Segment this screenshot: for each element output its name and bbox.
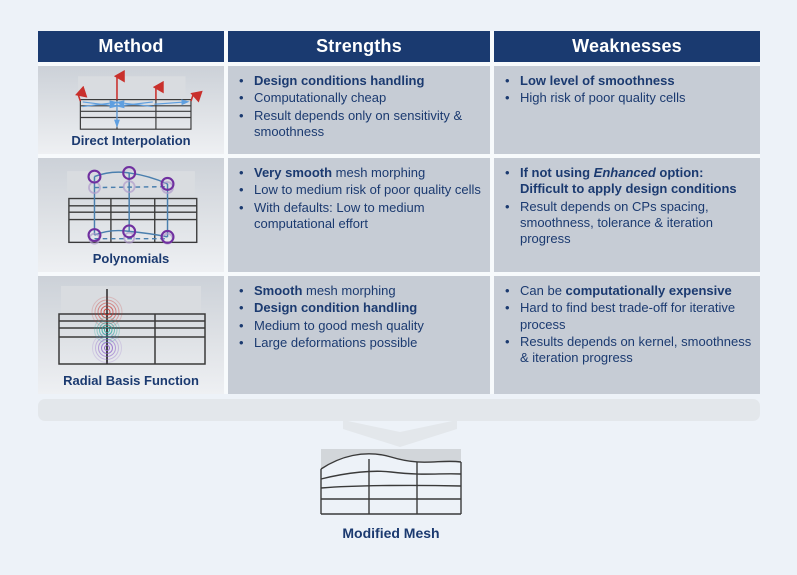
bullet-marker: • [239, 283, 244, 298]
bullet-item: • Result depends only on sensitivity & sm… [236, 108, 482, 141]
bullet-item: • Hard to find best trade-off for iterati… [502, 300, 752, 333]
bullet-marker: • [505, 165, 510, 180]
method-cell-polynomials: Polynomials [38, 158, 224, 272]
bullet-text: Results depends on kernel, smoothness & … [520, 333, 752, 365]
bullet-item: • High risk of poor quality cells [502, 90, 752, 106]
header-weaknesses: Weaknesses [494, 31, 760, 62]
bullet-text: Design condition handling [254, 300, 418, 316]
modified-mesh-label: Modified Mesh [342, 525, 440, 541]
bullet-marker: • [505, 73, 510, 88]
bullet-item: • Can be computationally expensive [502, 283, 752, 299]
bullet-item: • Smooth mesh morphing [236, 283, 482, 299]
bullet-marker: • [239, 334, 244, 350]
bullet-marker: • [505, 300, 510, 316]
bullet-item: • With defaults: Low to medium computatio… [236, 200, 482, 233]
bullet-item: • Low to medium risk of poor quality cell… [236, 182, 482, 198]
weaknesses-direct-interpolation: • Low level of smoothness • High risk of po… [494, 66, 760, 154]
header-weaknesses-label: Weaknesses [572, 36, 682, 56]
bullet-text: Design conditions handling [254, 73, 425, 88]
strengths-radial-basis-function: • Smooth mesh morphing • Design condition h… [228, 276, 490, 394]
bullet-item: • Results depends on kernel, smoothness &… [502, 334, 752, 367]
bullet-text: Medium to good mesh quality [254, 317, 424, 333]
down-arrow-icon [343, 420, 457, 447]
bullet-item: • Low level of smoothness [502, 73, 752, 89]
method-cell-direct-interpolation: Direct Interpolation [38, 66, 224, 154]
bullet-text: Very smooth mesh morphing [254, 165, 426, 180]
bullet-marker: • [239, 73, 244, 88]
bullet-text: Result depends only on sensitivity & smo… [254, 107, 463, 139]
bullet-text: Large deformations possible [254, 334, 418, 350]
morphing-comparison-table: Method Strengths Weaknesses [38, 31, 760, 394]
bullet-item: • Result depends on CPs spacing, smoothne… [502, 199, 752, 248]
bullet-text: Low to medium risk of poor quality cells [254, 182, 481, 198]
weaknesses-polynomials: • If not using Enhanced option: Difficult… [494, 158, 760, 272]
bullet-item: • Design conditions handling [236, 73, 482, 89]
bullet-text: Low level of smoothness [520, 73, 675, 88]
bullet-marker: • [239, 300, 244, 316]
bullet-item: • Large deformations possible [236, 335, 482, 351]
bullet-text: Result depends on CPs spacing, smoothnes… [520, 198, 713, 247]
radial-basis-function-diagram [58, 285, 206, 365]
strengths-polynomials: • Very smooth mesh morphing • Low to medium… [228, 158, 490, 272]
bullet-marker: • [505, 283, 510, 298]
bullet-text: High risk of poor quality cells [520, 90, 686, 106]
method-label: Radial Basis Function [63, 372, 199, 388]
header-method: Method [38, 31, 224, 62]
bullet-marker: • [505, 333, 510, 349]
footer-bar [38, 399, 760, 421]
bullet-text: Can be computationally expensive [520, 283, 732, 298]
header-method-label: Method [98, 36, 164, 56]
bullet-marker: • [239, 107, 244, 123]
bullet-marker: • [239, 90, 244, 106]
bullet-item: • If not using Enhanced option: Difficult… [502, 165, 752, 198]
weaknesses-radial-basis-function: • Can be computationally expensive • Hard t… [494, 276, 760, 394]
header-strengths: Strengths [228, 31, 490, 62]
bullet-marker: • [505, 198, 510, 214]
strengths-direct-interpolation: • Design conditions handling • Computationa… [228, 66, 490, 154]
modified-mesh-block: Modified Mesh [318, 449, 464, 541]
bullet-marker: • [239, 199, 244, 215]
bullet-item: • Design condition handling [236, 300, 482, 316]
bullet-marker: • [239, 317, 244, 333]
polynomials-diagram [67, 165, 198, 245]
method-cell-radial-basis-function: Radial Basis Function [38, 276, 224, 394]
method-label: Polynomials [92, 250, 170, 266]
bullet-item: • Computationally cheap [236, 90, 482, 106]
header-strengths-label: Strengths [316, 36, 402, 56]
method-label: Direct Interpolation [71, 132, 191, 148]
bullet-marker: • [239, 182, 244, 198]
bullet-item: • Medium to good mesh quality [236, 318, 482, 334]
direct-interpolation-diagram [75, 70, 203, 130]
bullet-text: Hard to find best trade-off for iterativ… [520, 300, 736, 332]
bullet-marker: • [505, 90, 510, 106]
bullet-item: • Very smooth mesh morphing [236, 165, 482, 181]
bullet-text: With defaults: Low to medium computation… [254, 199, 425, 231]
bullet-text: Computationally cheap [254, 90, 387, 106]
bullet-text: Smooth mesh morphing [254, 283, 396, 298]
bullet-marker: • [239, 165, 244, 180]
bullet-text: If not using Enhanced option: Difficult … [520, 165, 737, 197]
modified-mesh-diagram [320, 449, 462, 515]
